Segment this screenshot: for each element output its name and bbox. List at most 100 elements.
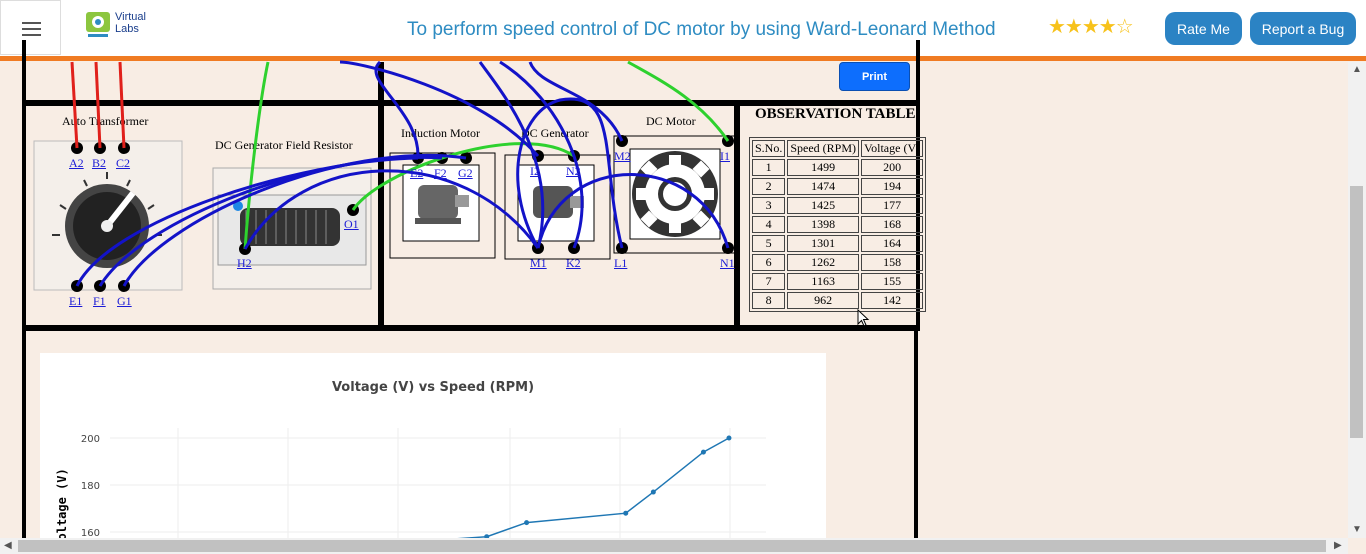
auto-transformer-icon[interactable] xyxy=(33,140,183,291)
terminal-label[interactable]: E2 xyxy=(410,166,424,180)
cell-voltage: 200 xyxy=(861,159,924,176)
terminal-label[interactable]: H2 xyxy=(237,256,252,270)
terminal-label[interactable]: I1 xyxy=(720,149,730,163)
data-point xyxy=(700,449,706,455)
virtual-labs-logo[interactable]: Virtual Labs xyxy=(84,8,154,48)
voltage-speed-chart: Voltage (V) vs Speed (RPM) Voltage (V) 2… xyxy=(55,380,766,554)
terminal-label[interactable]: F2 xyxy=(434,166,447,180)
rating-stars[interactable]: ★★★★☆ xyxy=(1048,16,1134,38)
dc-motor-label: DC Motor xyxy=(646,114,696,128)
terminal-label[interactable]: F1 xyxy=(93,294,106,308)
terminal-label[interactable]: O1 xyxy=(344,217,359,231)
vertical-scrollbar[interactable]: ▲ ▼ xyxy=(1348,62,1366,538)
chart-grid xyxy=(110,428,766,538)
chart-points xyxy=(383,435,732,547)
report-bug-button[interactable]: Report a Bug xyxy=(1250,12,1356,45)
terminal-label[interactable]: G1 xyxy=(117,294,132,308)
logo-text: Virtual Labs xyxy=(115,11,146,35)
data-point xyxy=(524,520,530,526)
dc-generator-label: DC Generator xyxy=(521,126,589,140)
cell-sno: 6 xyxy=(752,254,786,271)
top-bar: Virtual Labs To perform speed control of… xyxy=(0,0,1366,56)
cell-speed: 1262 xyxy=(787,254,860,271)
hamburger-icon xyxy=(22,22,41,24)
terminal-label[interactable]: I2 xyxy=(530,164,540,178)
mouse-cursor-icon xyxy=(857,309,870,327)
frame-divider xyxy=(22,325,920,331)
cell-speed: 1398 xyxy=(787,216,860,233)
y-tick-label: 160 xyxy=(81,528,100,538)
scroll-up-icon[interactable]: ▲ xyxy=(1352,64,1362,75)
cell-voltage: 168 xyxy=(861,216,924,233)
field-resistor-label: DC Generator Field Resistor xyxy=(215,138,353,152)
data-point xyxy=(726,435,732,441)
terminal-label[interactable]: L1 xyxy=(614,256,628,270)
data-point xyxy=(650,489,656,495)
cell-sno: 4 xyxy=(752,216,786,233)
dc-motor-icon[interactable] xyxy=(613,135,736,254)
terminal-label[interactable]: B2 xyxy=(92,156,107,170)
table-header: Voltage (V) xyxy=(861,140,924,157)
cell-sno: 1 xyxy=(752,159,786,176)
y-tick-label: 180 xyxy=(81,481,100,492)
terminal-label[interactable]: A2 xyxy=(69,156,84,170)
cell-sno: 2 xyxy=(752,178,786,195)
terminal-label[interactable]: C2 xyxy=(116,156,131,170)
terminal-label[interactable]: K2 xyxy=(566,256,581,270)
wires xyxy=(70,60,730,287)
chart-panel: Voltage (V) vs Speed (RPM) Voltage (V) 2… xyxy=(40,353,826,554)
cell-speed: 962 xyxy=(787,292,860,309)
cell-sno: 5 xyxy=(752,235,786,252)
scroll-right-icon[interactable]: ▶ xyxy=(1334,540,1342,551)
rate-me-button[interactable]: Rate Me xyxy=(1165,12,1242,45)
cell-voltage: 177 xyxy=(861,197,924,214)
terminal-label[interactable]: M1 xyxy=(530,256,547,270)
field-resistor-icon[interactable] xyxy=(212,167,372,290)
auto-transformer-label: Auto Transformer xyxy=(62,114,149,128)
chart-title: Voltage (V) vs Speed (RPM) xyxy=(332,380,534,395)
observation-title: OBSERVATION TABLE xyxy=(755,106,916,122)
terminal-label[interactable]: N2 xyxy=(566,164,581,178)
print-button[interactable]: Print xyxy=(839,62,910,91)
cell-voltage: 158 xyxy=(861,254,924,271)
cell-speed: 1301 xyxy=(787,235,860,252)
frame-divider xyxy=(22,100,920,106)
cell-speed: 1499 xyxy=(787,159,860,176)
page-title: To perform speed control of DC motor by … xyxy=(407,19,996,40)
terminal-label[interactable]: E1 xyxy=(69,294,83,308)
scroll-down-icon[interactable]: ▼ xyxy=(1352,524,1362,535)
chart-y-axis-label: Voltage (V) xyxy=(55,468,69,538)
frame-right xyxy=(914,325,918,538)
cell-voltage: 155 xyxy=(861,273,924,290)
horizontal-scrollbar[interactable]: ◀ ▶ xyxy=(0,538,1348,554)
cell-speed: 1163 xyxy=(787,273,860,290)
data-point xyxy=(484,534,490,540)
y-tick-label: 200 xyxy=(81,434,100,445)
cell-voltage: 142 xyxy=(861,292,924,309)
terminal-label[interactable]: N1 xyxy=(720,256,735,270)
scroll-left-icon[interactable]: ◀ xyxy=(4,540,12,551)
table-header: S.No. xyxy=(752,140,786,157)
scrollbar-thumb[interactable] xyxy=(1350,186,1363,438)
cell-speed: 1474 xyxy=(787,178,860,195)
frame-divider xyxy=(378,62,384,330)
cell-sno: 8 xyxy=(752,292,786,309)
scrollbar-thumb[interactable] xyxy=(18,540,1326,552)
menu-button[interactable] xyxy=(0,0,61,55)
cell-voltage: 194 xyxy=(861,178,924,195)
terminal-label[interactable]: M2 xyxy=(614,149,631,163)
induction-motor-label: Induction Motor xyxy=(401,126,480,140)
frame-divider xyxy=(734,100,740,330)
logo-icon xyxy=(86,12,110,37)
terminal-label[interactable]: G2 xyxy=(458,166,473,180)
